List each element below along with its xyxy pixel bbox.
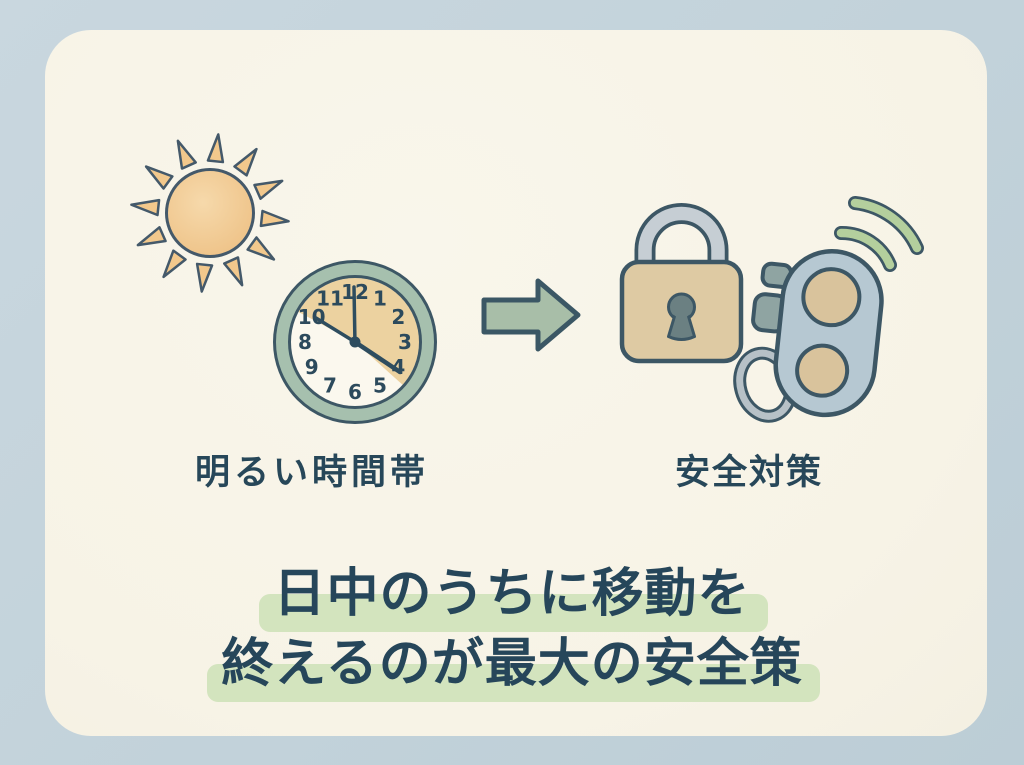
clock-numeral: 10 [298,305,326,329]
personal-alarm-icon [733,248,884,423]
highlight-bar [259,594,768,632]
clock-numeral: 8 [298,330,312,354]
headline-row-1: 日中のうちに移動を [0,559,1024,632]
clock-numerals: 12 1 2 3 4 5 6 7 8 9 10 11 [298,280,412,404]
sun-icon [129,132,291,294]
clock-numeral: 5 [373,373,387,397]
padlock-icon [619,203,744,364]
clock-numeral: 6 [348,380,362,404]
sun-disc [165,168,255,258]
label-safety-measures: 安全対策 [674,453,824,492]
clock-hand-ten [314,316,357,344]
headline-row-2: 終えるのが最大の安全策 [0,629,1024,702]
clock-daylight-wedge [298,277,420,385]
headline: 日中のうちに移動を 終えるのが最大の安全策 [0,559,1024,702]
clock-hand-minute [352,285,357,347]
clock-numeral: 7 [323,373,337,397]
clock-numeral: 1 [373,287,387,311]
clock-numeral: 11 [316,287,344,311]
alarm-button-bottom [795,343,850,398]
alarm-button-top [801,267,862,328]
clock-center-dot [349,336,361,348]
headline-line-2: 終えるのが最大の安全策 [221,635,803,693]
label-daylight-hours: 明るい時間帯 [194,453,430,492]
padlock-keyhole [667,292,696,341]
headline-line-1: 日中のうちに移動を [273,565,751,623]
clock-hand-hour [352,339,403,375]
sound-waves-icon [834,196,924,272]
clock-icon: 12 1 2 3 4 5 6 7 8 9 10 11 [273,260,437,424]
clock-numeral: 3 [398,330,412,354]
arrow-right-icon [481,278,581,352]
clock-numeral: 2 [391,305,405,329]
clock-numeral: 9 [305,355,319,379]
highlight-bar [207,664,820,702]
